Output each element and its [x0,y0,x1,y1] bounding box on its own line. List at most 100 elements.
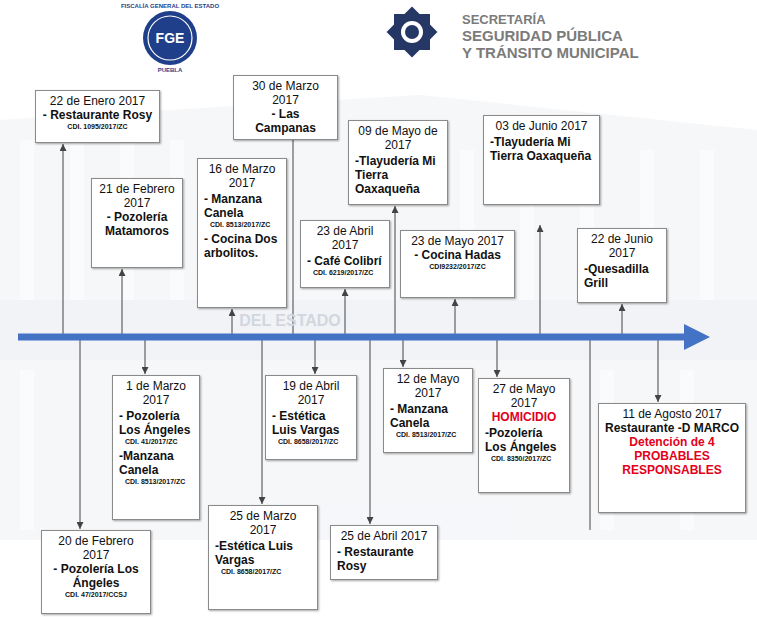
event-date: 19 de Abril 2017 [272,379,350,407]
event-box: 22 de Junio 2017-Quesadilla Grill [577,228,667,303]
event-date: 30 de Marzo 2017 [240,79,331,107]
place-name: - Manzana Canela [390,402,466,430]
case-number: CDI9232/2017/ZC [407,262,508,272]
event-date: 03 de Junio 2017 [490,119,593,133]
case-number: CDI. 8513/2017/ZC [119,477,193,487]
case-number: CDI. 8658/2017/ZC [215,567,311,577]
logo-text: Y TRÁNSITO MUNICIPAL [462,44,722,61]
axis-arrowhead [684,324,710,350]
event-box: 30 de Marzo 2017- Las Campanas [233,75,338,140]
place-name: - Pozolería Los Ángeles [48,562,144,590]
event-box: 21 de Febrero 2017- Pozolería Matamoros [91,178,183,268]
place-name: - Restaurante Rosy [337,545,431,573]
event-date: 21 de Febrero 2017 [98,182,176,210]
place-name: -Pozolería Los Ángeles [485,426,563,454]
leader-arrow [658,340,659,402]
case-number: CDI. 47/2017/CCSJ [48,590,144,600]
event-box: 03 de Junio 2017 -Tlayudería Mi Tierra Oa… [483,115,600,205]
logo-text: FISCALÍA GENERAL DEL ESTADO [110,2,230,10]
event-date: 11 de Agosto 2017 [605,407,739,421]
star-center [401,21,423,43]
leader-arrow [262,340,263,504]
event-date: 20 de Febrero 2017 [48,534,144,562]
building-body [0,95,757,540]
leader-line [590,340,591,530]
event-box: 27 de Mayo 2017HOMICIDIO -Pozolería Los Á… [478,378,570,493]
event-date: 27 de Mayo 2017 [485,382,563,410]
place-name: - Café Colibrí [307,254,383,268]
case-number: CDI. 8658/2017/ZC [272,437,350,447]
event-date: 1 de Marzo 2017 [119,379,193,407]
place-name: - Estética Luis Vargas [272,409,350,437]
leader-arrow [622,304,623,334]
alert-text: Detención de 4 PROBABLES RESPONSABLES [605,435,739,477]
event-date: 22 de Junio 2017 [584,232,660,260]
event-date: 23 de Abril 2017 [307,224,383,252]
building-band [0,300,757,360]
event-date: 23 de Mayo 2017 [407,234,508,248]
place-name: -Tlayudería Mi Tierra Oaxaqueña [355,154,441,196]
event-box: 25 de Marzo 2017-Estética Luis VargasCDI… [208,505,318,610]
event-date: 16 de Marzo 2017 [204,162,280,190]
event-box: 22 de Enero 2017- Restaurante RosyCDI. 1… [35,90,160,143]
leader-arrow [455,299,456,334]
place-name: - Pozolería Matamoros [98,210,176,238]
case-number: CDI. 41/2017/ZC [119,437,193,447]
event-box: 09 de Mayo de 2017-Tlayudería Mi Tierra … [348,120,448,205]
leader-arrow [145,340,146,374]
leader-arrow [232,309,233,334]
place-name: - Cocina Hadas [407,248,508,262]
leader-arrow [540,225,541,334]
place-name: -Tlayudería Mi Tierra Oaxaqueña [490,135,593,163]
leader-arrow [293,131,294,334]
event-date: 22 de Enero 2017 [42,94,153,108]
event-box: 12 de Mayo 2017- Manzana CanelaCDI. 8513… [383,368,473,453]
place-name: -Estética Luis Vargas [215,539,311,567]
alert-text: HOMICIDIO [485,410,563,424]
place-name: - Las Campanas [240,107,331,135]
event-box: 23 de Mayo 2017- Cocina HadasCDI9232/201… [400,230,515,298]
event-box: 1 de Marzo 2017- Pozolería Los ÁngelesCD… [112,375,200,520]
event-box: 25 de Abril 2017 - Restaurante Rosy [330,525,438,580]
logo-text: PUEBLA [140,66,200,74]
leader-arrow [497,340,498,377]
leader-arrow [315,340,316,374]
event-box: 16 de Marzo 2017- Manzana CanelaCDI. 851… [197,158,287,308]
logo-text: SEGURIDAD PÚBLICA [462,27,722,44]
case-number: CDI. 1095/2017/ZC [42,122,153,132]
event-box: 19 de Abril 2017- Estética Luis VargasCD… [265,375,357,460]
timeline-axis [18,324,710,350]
place-name: - Cocina Dos arbolitos. [204,232,280,260]
event-date: 12 de Mayo 2017 [390,372,466,400]
leader-arrow [345,289,346,334]
logo-text: FGE [140,30,200,46]
event-box: 20 de Febrero 2017- Pozolería Los Ángele… [41,530,151,614]
event-date: 09 de Mayo de 2017 [355,124,441,152]
case-number: CDI. 8350/2017/ZC [485,454,563,464]
case-number: CDI. 8513/2017/ZC [390,430,466,440]
star-core [405,25,419,39]
event-box: 11 de Agosto 2017Restaurante -D MARCODet… [598,403,746,513]
star-square [387,7,438,58]
logo-text: SECRETARÍA [462,12,662,27]
watermark-text: DEL ESTADO [230,312,350,330]
case-number: CDI. 8513/2017/ZC [204,220,280,230]
place-name: -Manzana Canela [119,449,193,477]
place-name: - Pozolería Los Ángeles [119,409,193,437]
building-watermark [0,95,757,540]
leader-arrow [403,340,404,367]
place-name: Restaurante -D MARCO [605,421,739,435]
leader-arrow [370,340,371,524]
place-name: - Restaurante Rosy [42,108,153,122]
event-box: 23 de Abril 2017 - Café ColibríCDI. 6219/… [300,220,390,288]
ssp-logo [387,7,438,58]
leader-arrow [80,340,81,529]
case-number: CDI. 6219/2017/ZC [307,268,383,278]
place-name: - Manzana Canela [204,192,280,220]
axis-line [18,334,688,341]
event-date: 25 de Abril 2017 [337,529,431,543]
event-date: 25 de Marzo 2017 [215,509,311,537]
leader-arrow [395,206,396,334]
place-name: -Quesadilla Grill [584,262,660,290]
leader-arrow [122,269,123,334]
